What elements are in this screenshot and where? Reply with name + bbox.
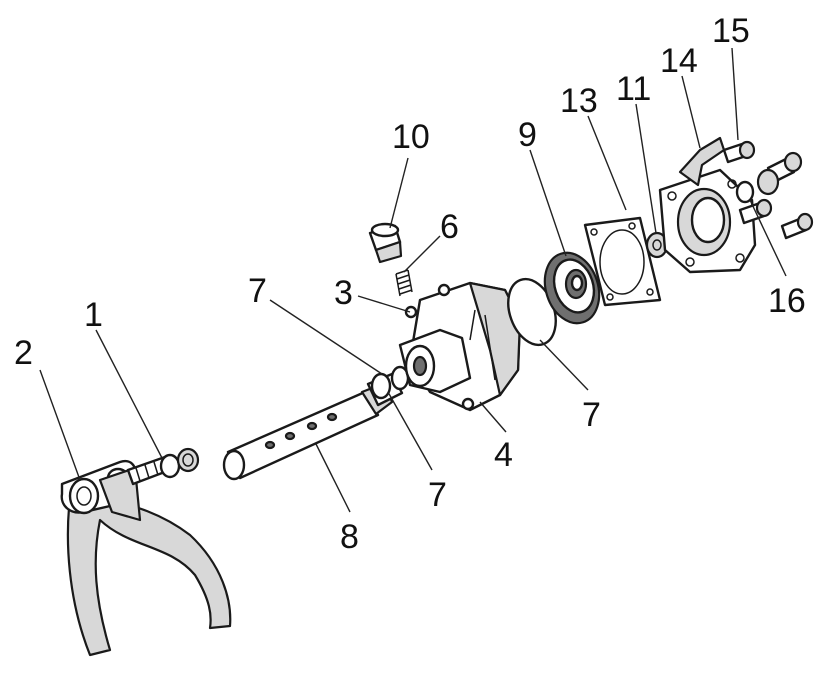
callout-7a: 7 [248, 272, 267, 310]
part-10-plug [368, 222, 403, 264]
part-1-bolt [126, 447, 200, 486]
leader-7c [539, 339, 589, 391]
part-3-ball [404, 305, 418, 319]
callout-3: 3 [334, 274, 353, 312]
leader-9 [529, 149, 567, 257]
leader-13 [587, 115, 627, 211]
part-2-shift-fork [60, 459, 232, 657]
leader-7b [387, 391, 433, 471]
leader-lines [39, 47, 787, 513]
part-16-o-ring [735, 180, 755, 204]
callout-4: 4 [494, 436, 513, 474]
leader-6 [403, 235, 441, 273]
part-4-housing [398, 281, 522, 412]
callout-14: 14 [660, 42, 698, 80]
leader-8 [315, 443, 351, 513]
leader-2 [39, 369, 81, 481]
leader-16 [749, 199, 787, 277]
part-6-spring [395, 269, 413, 297]
callout-1: 1 [84, 296, 103, 334]
callout-9: 9 [518, 116, 537, 154]
callout-11: 11 [616, 70, 651, 108]
leader-15 [731, 47, 739, 141]
callout-15: 15 [712, 12, 750, 50]
part-9-seal [543, 251, 601, 325]
callout-7c: 7 [582, 396, 601, 434]
leader-11 [635, 103, 657, 234]
callout-7b: 7 [428, 476, 447, 514]
part-13-gasket [583, 216, 662, 307]
callout-10: 10 [392, 118, 430, 156]
callout-2: 2 [14, 334, 33, 372]
leader-4 [479, 401, 507, 433]
callout-16: 16 [768, 282, 806, 320]
callout-8: 8 [340, 518, 359, 556]
callout-labels: 1 2 3 4 6 7 7 7 8 9 10 11 13 14 15 16 [14, 12, 806, 556]
leader-10 [389, 157, 409, 229]
leader-3 [357, 295, 411, 313]
leader-7a [269, 299, 383, 375]
callout-6: 6 [440, 208, 459, 246]
part-14-cover [658, 136, 757, 274]
leader-1 [95, 329, 163, 459]
leader-14 [681, 75, 701, 149]
callout-13: 13 [560, 82, 598, 120]
